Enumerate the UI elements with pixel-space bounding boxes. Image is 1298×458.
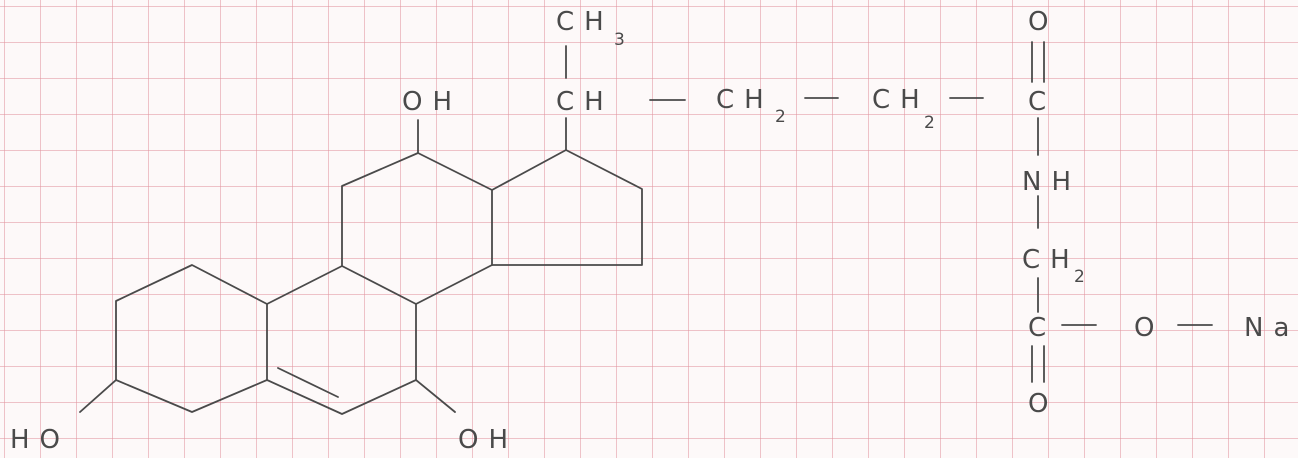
ring-a-hydroxyl-label: HO [10,425,70,455]
ring-d [491,149,643,266]
bond-c7-oh [415,379,456,413]
double-bond-c5-c6 [277,367,339,398]
sodium-label: Na [1244,313,1298,343]
amide-nh-label: NH [1022,167,1081,197]
ring-c [341,152,493,305]
bond-c3-oh [79,379,117,413]
methine-label: CH [556,87,614,117]
ring-b-hydroxyl-label: OH [458,425,518,455]
methylene-1-subscript: 2 [775,107,786,127]
methylene-1-label: CH [716,85,774,115]
carbonyl-oxygen-label: O [1028,7,1058,37]
methyl-label: CH [556,7,614,37]
methyl-subscript: 3 [614,30,625,50]
ring-c-hydroxyl-label: OH [402,87,462,117]
glycine-methylene-subscript: 2 [1074,267,1085,287]
carbonyl-carbon-label: C [1028,87,1056,117]
glycine-methylene-label: CH [1022,245,1080,275]
carboxyl-oxygen-label: O [1028,389,1058,419]
ring-a [115,264,268,413]
carboxyl-carbon-label: C [1028,313,1056,343]
ester-oxygen-label: O [1134,313,1164,343]
ring-b [266,265,417,415]
methylene-2-label: CH [872,85,930,115]
methylene-2-subscript: 2 [924,113,935,133]
